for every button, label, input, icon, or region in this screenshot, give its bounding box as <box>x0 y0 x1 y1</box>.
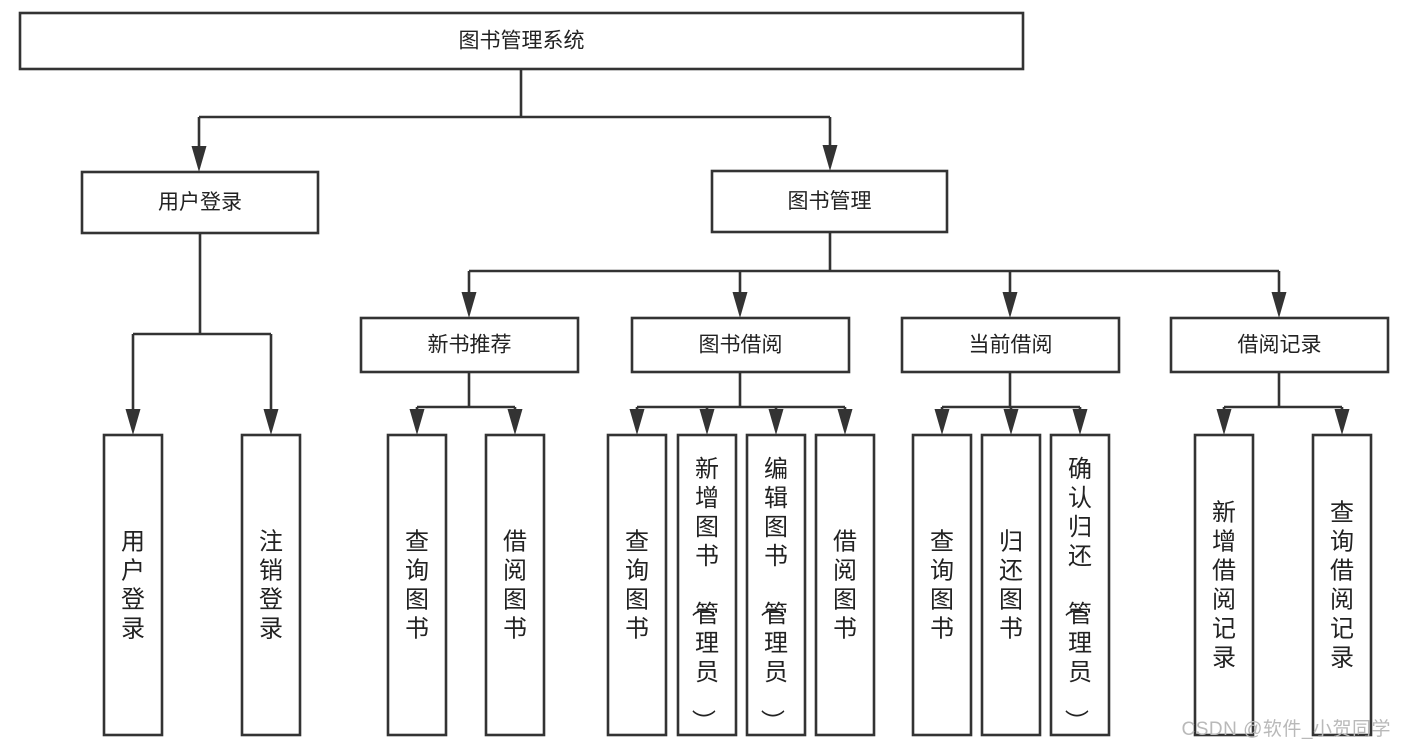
arrow-to-leaf-2-2 <box>1072 409 1088 435</box>
node-leaf-add-borrow-record-label: 新增借阅记录 <box>1212 500 1236 672</box>
node-leaf-return-book[interactable]: 归还图书 <box>980 433 1042 737</box>
node-leaf-confirm-return[interactable]: 确认归还（管理员） <box>1049 433 1111 737</box>
node-new-book-recommend-box[interactable] <box>359 316 580 374</box>
arrow-to-leaf-1-3 <box>837 409 853 435</box>
arrow-to-user-login-leaf-1 <box>263 409 279 435</box>
node-current-borrow[interactable]: 当前借阅 <box>900 316 1121 374</box>
node-new-book-recommend[interactable]: 新书推荐 <box>359 316 580 374</box>
node-leaf-edit-book-label: 编辑图书（管理员） <box>758 456 788 733</box>
node-leaf-query-book-recommend[interactable]: 查询图书 <box>386 433 448 737</box>
node-leaf-borrow-book-recommend[interactable]: 借阅图书 <box>484 433 546 737</box>
node-leaf-user-login[interactable]: 用户登录 <box>102 433 164 737</box>
arrow-to-book-management <box>822 145 838 171</box>
node-leaf-query-book-current[interactable]: 查询图书 <box>911 433 973 737</box>
node-leaf-add-book-label: 新增图书（管理员） <box>689 456 719 733</box>
node-leaf-user-login-box[interactable] <box>102 433 164 737</box>
node-root-system-box[interactable] <box>18 11 1025 71</box>
node-leaf-return-book-label: 归还图书 <box>999 529 1023 643</box>
node-leaf-add-book[interactable]: 新增图书（管理员） <box>676 433 738 737</box>
node-leaf-borrow-book-recommend-box[interactable] <box>484 433 546 737</box>
node-book-borrow-label: 图书借阅 <box>699 334 783 357</box>
node-leaf-confirm-return-label: 确认归还（管理员） <box>1062 456 1092 733</box>
node-leaf-logout-login-box[interactable] <box>240 433 302 737</box>
arrow-to-leaf-3-0 <box>1216 409 1232 435</box>
node-leaf-query-borrow-record-label: 查询借阅记录 <box>1330 500 1354 672</box>
node-current-borrow-box[interactable] <box>900 316 1121 374</box>
node-root-system-label: 图书管理系统 <box>459 30 585 53</box>
node-book-management-label: 图书管理 <box>788 190 872 213</box>
arrow-to-leaf-2-1 <box>1003 409 1019 435</box>
node-leaf-query-borrow-record[interactable]: 查询借阅记录 <box>1311 433 1373 737</box>
node-leaf-query-book-borrow[interactable]: 查询图书 <box>606 433 668 737</box>
node-user-login-box[interactable] <box>80 170 320 235</box>
arrow-to-leaf-0-0 <box>409 409 425 435</box>
arrow-to-new-book-recommend <box>461 292 477 318</box>
connectors-layer <box>125 69 1350 435</box>
node-current-borrow-label: 当前借阅 <box>969 334 1053 357</box>
node-leaf-borrow-book[interactable]: 借阅图书 <box>814 433 876 737</box>
arrow-to-leaf-3-1 <box>1334 409 1350 435</box>
node-leaf-user-login-label: 用户登录 <box>121 529 145 643</box>
node-leaf-add-borrow-record-box[interactable] <box>1193 433 1255 737</box>
node-leaf-return-book-box[interactable] <box>980 433 1042 737</box>
node-leaf-query-book-current-label: 查询图书 <box>930 529 954 643</box>
nodes-layer: 图书管理系统用户登录图书管理新书推荐图书借阅当前借阅借阅记录用户登录注销登录查询… <box>18 11 1390 737</box>
node-leaf-logout-login[interactable]: 注销登录 <box>240 433 302 737</box>
arrow-to-leaf-1-1 <box>699 409 715 435</box>
node-leaf-borrow-book-box[interactable] <box>814 433 876 737</box>
node-leaf-borrow-book-recommend-label: 借阅图书 <box>503 529 527 643</box>
node-borrow-record-label: 借阅记录 <box>1238 334 1322 357</box>
node-leaf-query-book-borrow-box[interactable] <box>606 433 668 737</box>
arrow-to-book-borrow <box>732 292 748 318</box>
arrow-to-leaf-1-0 <box>629 409 645 435</box>
node-leaf-query-book-current-box[interactable] <box>911 433 973 737</box>
arrow-to-leaf-1-2 <box>768 409 784 435</box>
arrow-to-leaf-0-1 <box>507 409 523 435</box>
node-book-borrow[interactable]: 图书借阅 <box>630 316 851 374</box>
node-new-book-recommend-label: 新书推荐 <box>428 334 512 357</box>
arrow-to-user-login <box>191 146 207 172</box>
node-book-management-box[interactable] <box>710 169 949 234</box>
node-leaf-borrow-book-label: 借阅图书 <box>833 529 857 643</box>
node-leaf-query-book-recommend-box[interactable] <box>386 433 448 737</box>
node-borrow-record-box[interactable] <box>1169 316 1390 374</box>
arrow-to-leaf-2-0 <box>934 409 950 435</box>
node-root-system[interactable]: 图书管理系统 <box>18 11 1025 71</box>
node-leaf-add-book-box[interactable] <box>676 433 738 737</box>
arrow-to-current-borrow <box>1002 292 1018 318</box>
node-leaf-query-borrow-record-box[interactable] <box>1311 433 1373 737</box>
node-user-login[interactable]: 用户登录 <box>80 170 320 235</box>
node-leaf-edit-book-box[interactable] <box>745 433 807 737</box>
node-leaf-query-book-recommend-label: 查询图书 <box>405 529 429 643</box>
node-borrow-record[interactable]: 借阅记录 <box>1169 316 1390 374</box>
arrow-to-user-login-leaf-0 <box>125 409 141 435</box>
node-user-login-label: 用户登录 <box>158 191 242 214</box>
node-book-borrow-box[interactable] <box>630 316 851 374</box>
node-leaf-query-book-borrow-label: 查询图书 <box>625 529 649 643</box>
node-leaf-add-borrow-record[interactable]: 新增借阅记录 <box>1193 433 1255 737</box>
node-book-management[interactable]: 图书管理 <box>710 169 949 234</box>
node-leaf-logout-login-label: 注销登录 <box>259 529 283 643</box>
arrow-to-borrow-record <box>1271 292 1287 318</box>
node-leaf-confirm-return-box[interactable] <box>1049 433 1111 737</box>
node-leaf-edit-book[interactable]: 编辑图书（管理员） <box>745 433 807 737</box>
